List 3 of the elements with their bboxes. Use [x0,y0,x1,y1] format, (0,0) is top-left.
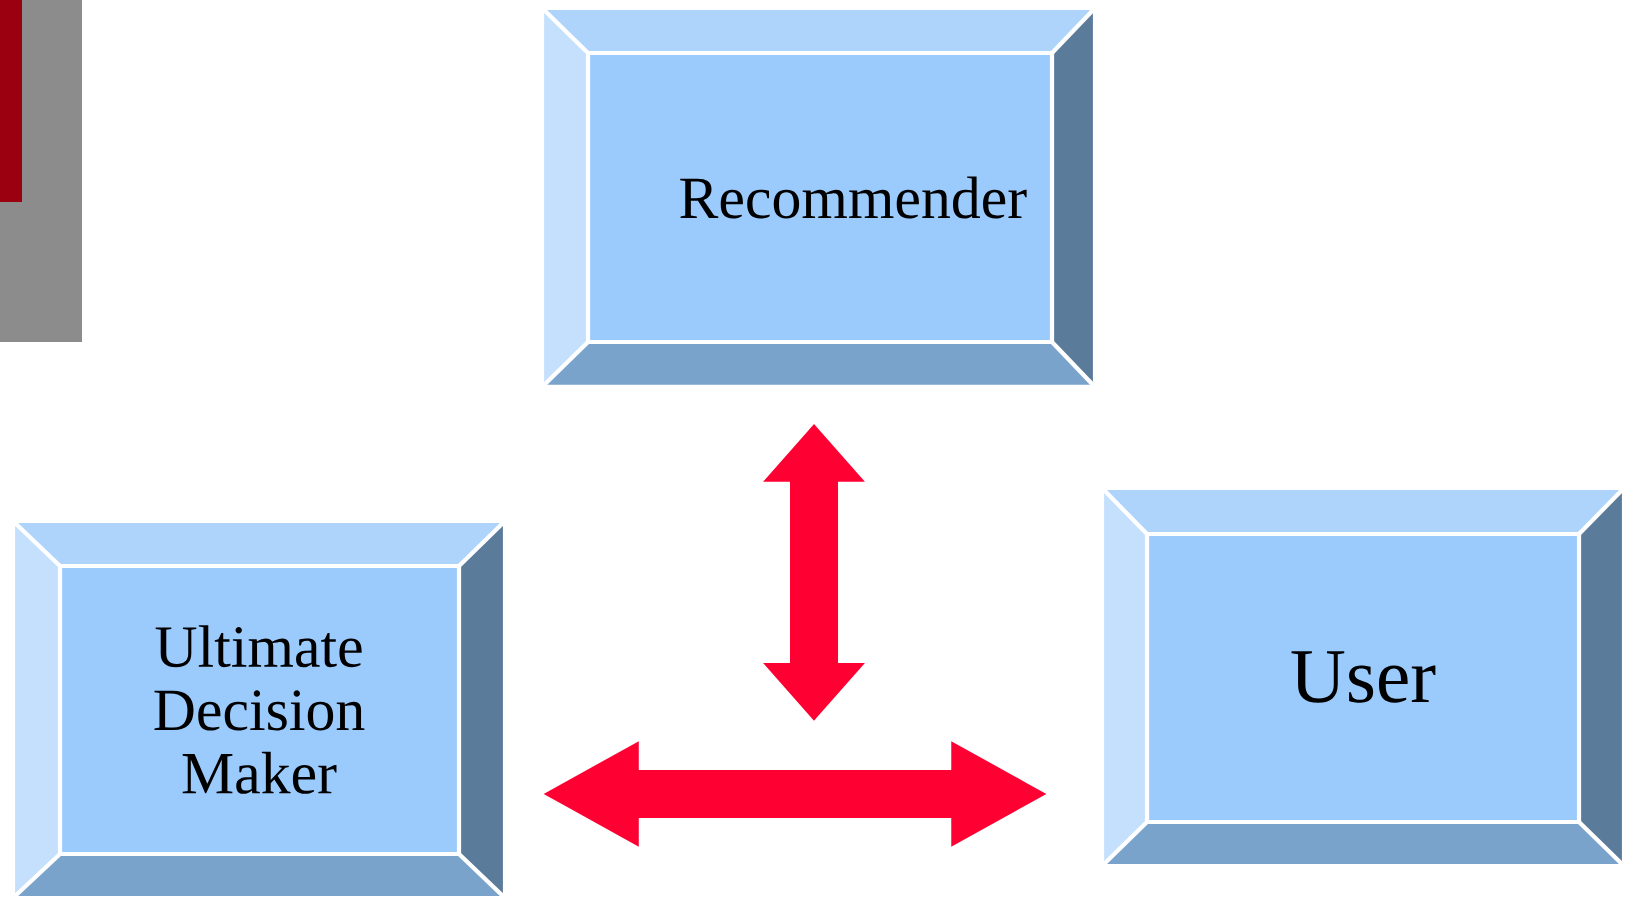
bevel-box: Recommender [539,5,1098,390]
bevel-box: User [1099,485,1625,869]
bevel-box: Ultimate Decision Maker [10,518,508,898]
